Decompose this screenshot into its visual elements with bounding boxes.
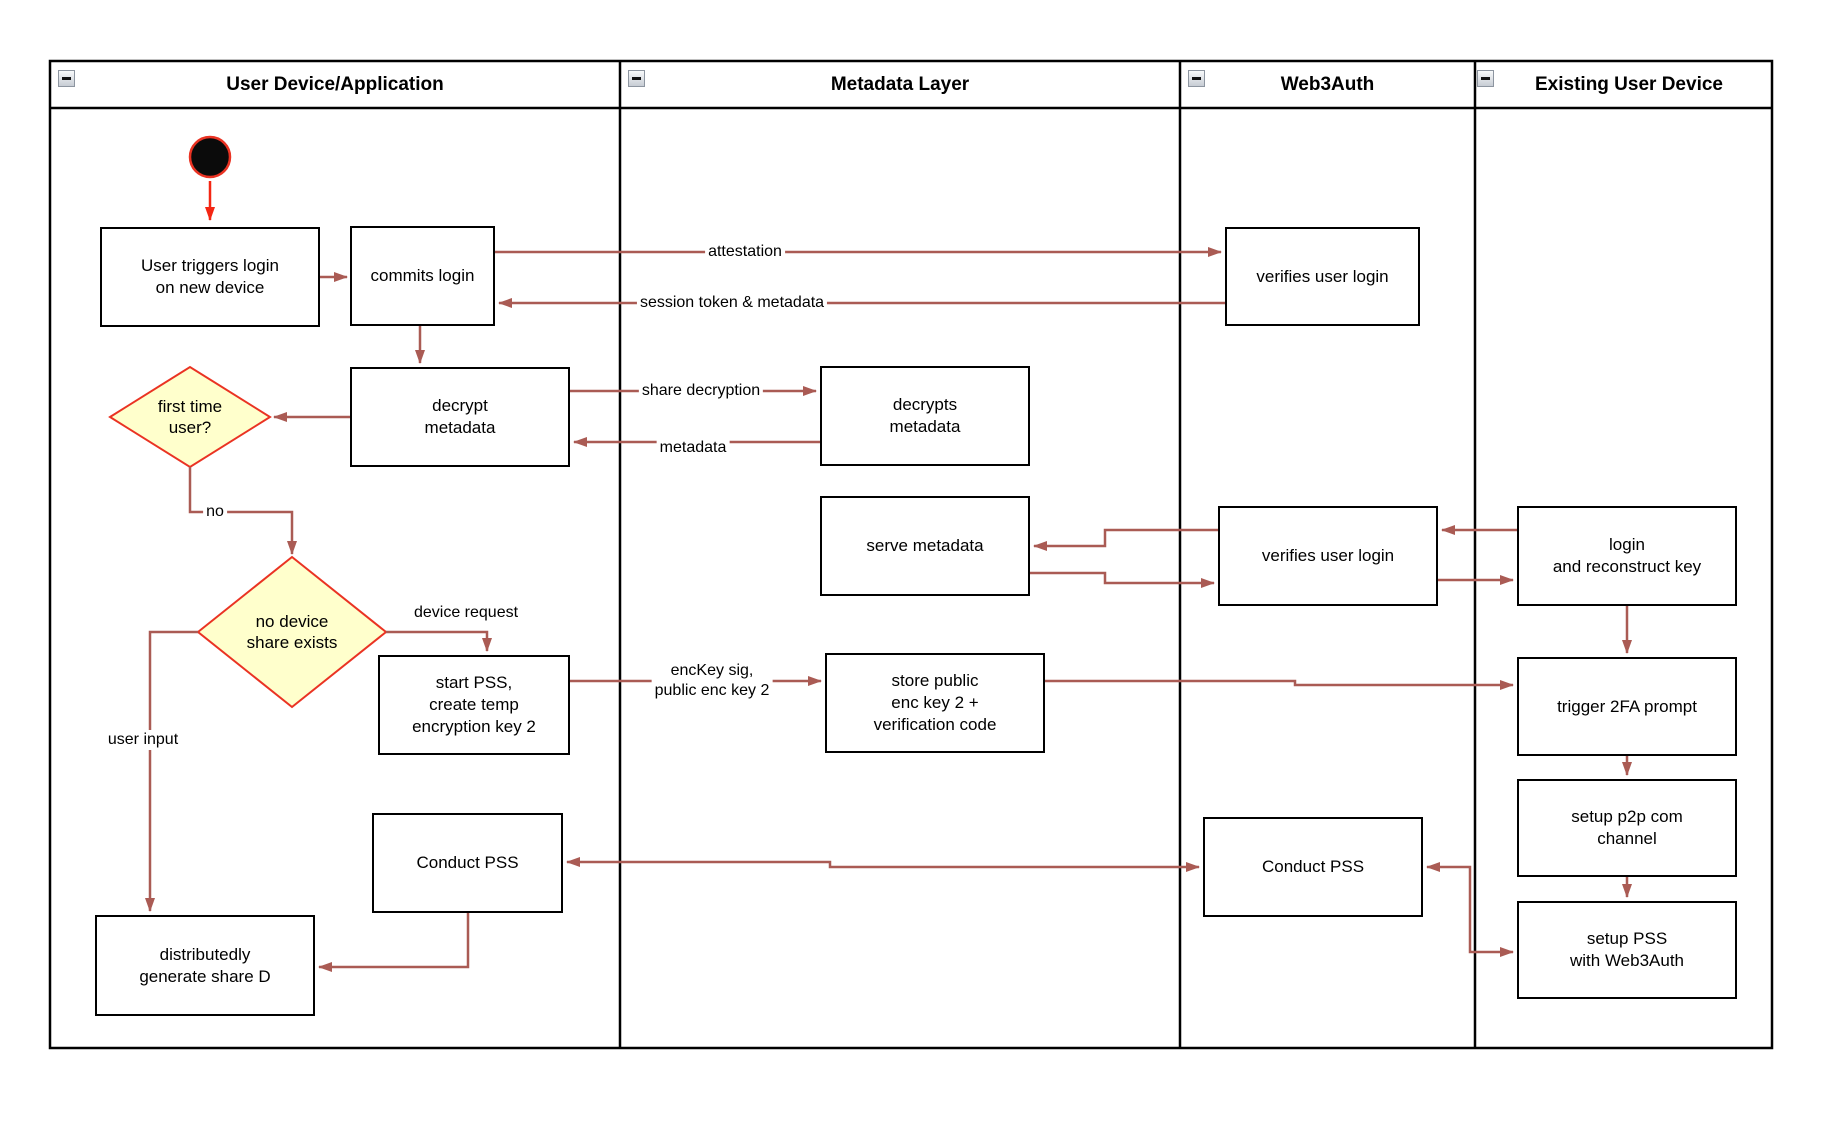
edge-label-share-decryption[interactable]: share decryption <box>638 381 764 401</box>
node-commits-login[interactable]: commits login <box>350 226 495 326</box>
pool-border <box>48 59 1774 1050</box>
node-serve-metadata[interactable]: serve metadata <box>820 496 1030 596</box>
edge-label-attestation[interactable]: attestation <box>705 242 785 262</box>
node-trigger-2fa[interactable]: trigger 2FA prompt <box>1517 657 1737 756</box>
collapse-lane-icon[interactable] <box>628 70 645 87</box>
edge-label-session-token[interactable]: session token & metadata <box>636 293 828 313</box>
node-setup-pss-web3auth[interactable]: setup PSS with Web3Auth <box>1517 901 1737 999</box>
edge-label-metadata[interactable]: metadata <box>656 438 730 458</box>
node-conduct-pss-web3[interactable]: Conduct PSS <box>1203 817 1423 917</box>
node-user-triggers-login[interactable]: User triggers login on new device <box>100 227 320 327</box>
node-verifies-user-login-top[interactable]: verifies user login <box>1225 227 1420 326</box>
decision-label-no-device: no device share exists <box>246 611 338 652</box>
node-decrypts-metadata[interactable]: decrypts metadata <box>820 366 1030 466</box>
node-conduct-pss-user[interactable]: Conduct PSS <box>372 813 563 913</box>
lane-header-metadata-layer[interactable]: Metadata Layer <box>830 73 970 95</box>
collapse-lane-icon[interactable] <box>1188 70 1205 87</box>
node-decrypt-metadata[interactable]: decrypt metadata <box>350 367 570 467</box>
minus-icon <box>632 77 641 80</box>
edge-verifies-to-serve <box>1033 528 1218 551</box>
collapse-lane-icon[interactable] <box>1477 70 1494 87</box>
edge-conduct-pss-pair <box>566 857 1200 872</box>
edge-label-user-input[interactable]: user input <box>104 730 182 750</box>
decision-first-time[interactable] <box>108 365 272 469</box>
decision-label-first-time: first time user? <box>157 396 223 437</box>
node-store-public-key[interactable]: store public enc key 2 + verification co… <box>825 653 1045 753</box>
collapse-lane-icon[interactable] <box>58 70 75 87</box>
node-login-reconstruct-key[interactable]: login and reconstruct key <box>1517 506 1737 606</box>
edge-device-request <box>386 630 492 652</box>
node-start-pss[interactable]: start PSS, create temp encryption key 2 <box>378 655 570 755</box>
edge-no <box>188 467 297 555</box>
minus-icon <box>1481 77 1490 80</box>
minus-icon <box>62 77 71 80</box>
node-distributedly-generate[interactable]: distributedly generate share D <box>95 915 315 1016</box>
lane-header-user-device[interactable]: User Device/Application <box>226 73 444 95</box>
node-verifies-user-login-mid[interactable]: verifies user login <box>1218 506 1438 606</box>
minus-icon <box>1192 77 1201 80</box>
lane-header-existing-device[interactable]: Existing User Device <box>1535 73 1723 95</box>
edge-user-input <box>145 630 198 912</box>
edge-conduct-to-distributedly <box>318 913 470 972</box>
edge-serve-to-verifies <box>1030 571 1215 588</box>
node-setup-p2p-channel[interactable]: setup p2p com channel <box>1517 779 1737 877</box>
edge-label-enckey[interactable]: encKey sig, public enc key 2 <box>651 661 773 701</box>
edge-label-no[interactable]: no <box>203 502 227 522</box>
start-node[interactable] <box>188 135 232 179</box>
edge-store-to-2fa <box>1045 679 1514 690</box>
edge-setuppss-conduct <box>1426 862 1514 957</box>
edge-label-device-request[interactable]: device request <box>410 603 522 623</box>
lane-header-web3auth[interactable]: Web3Auth <box>1280 73 1375 95</box>
